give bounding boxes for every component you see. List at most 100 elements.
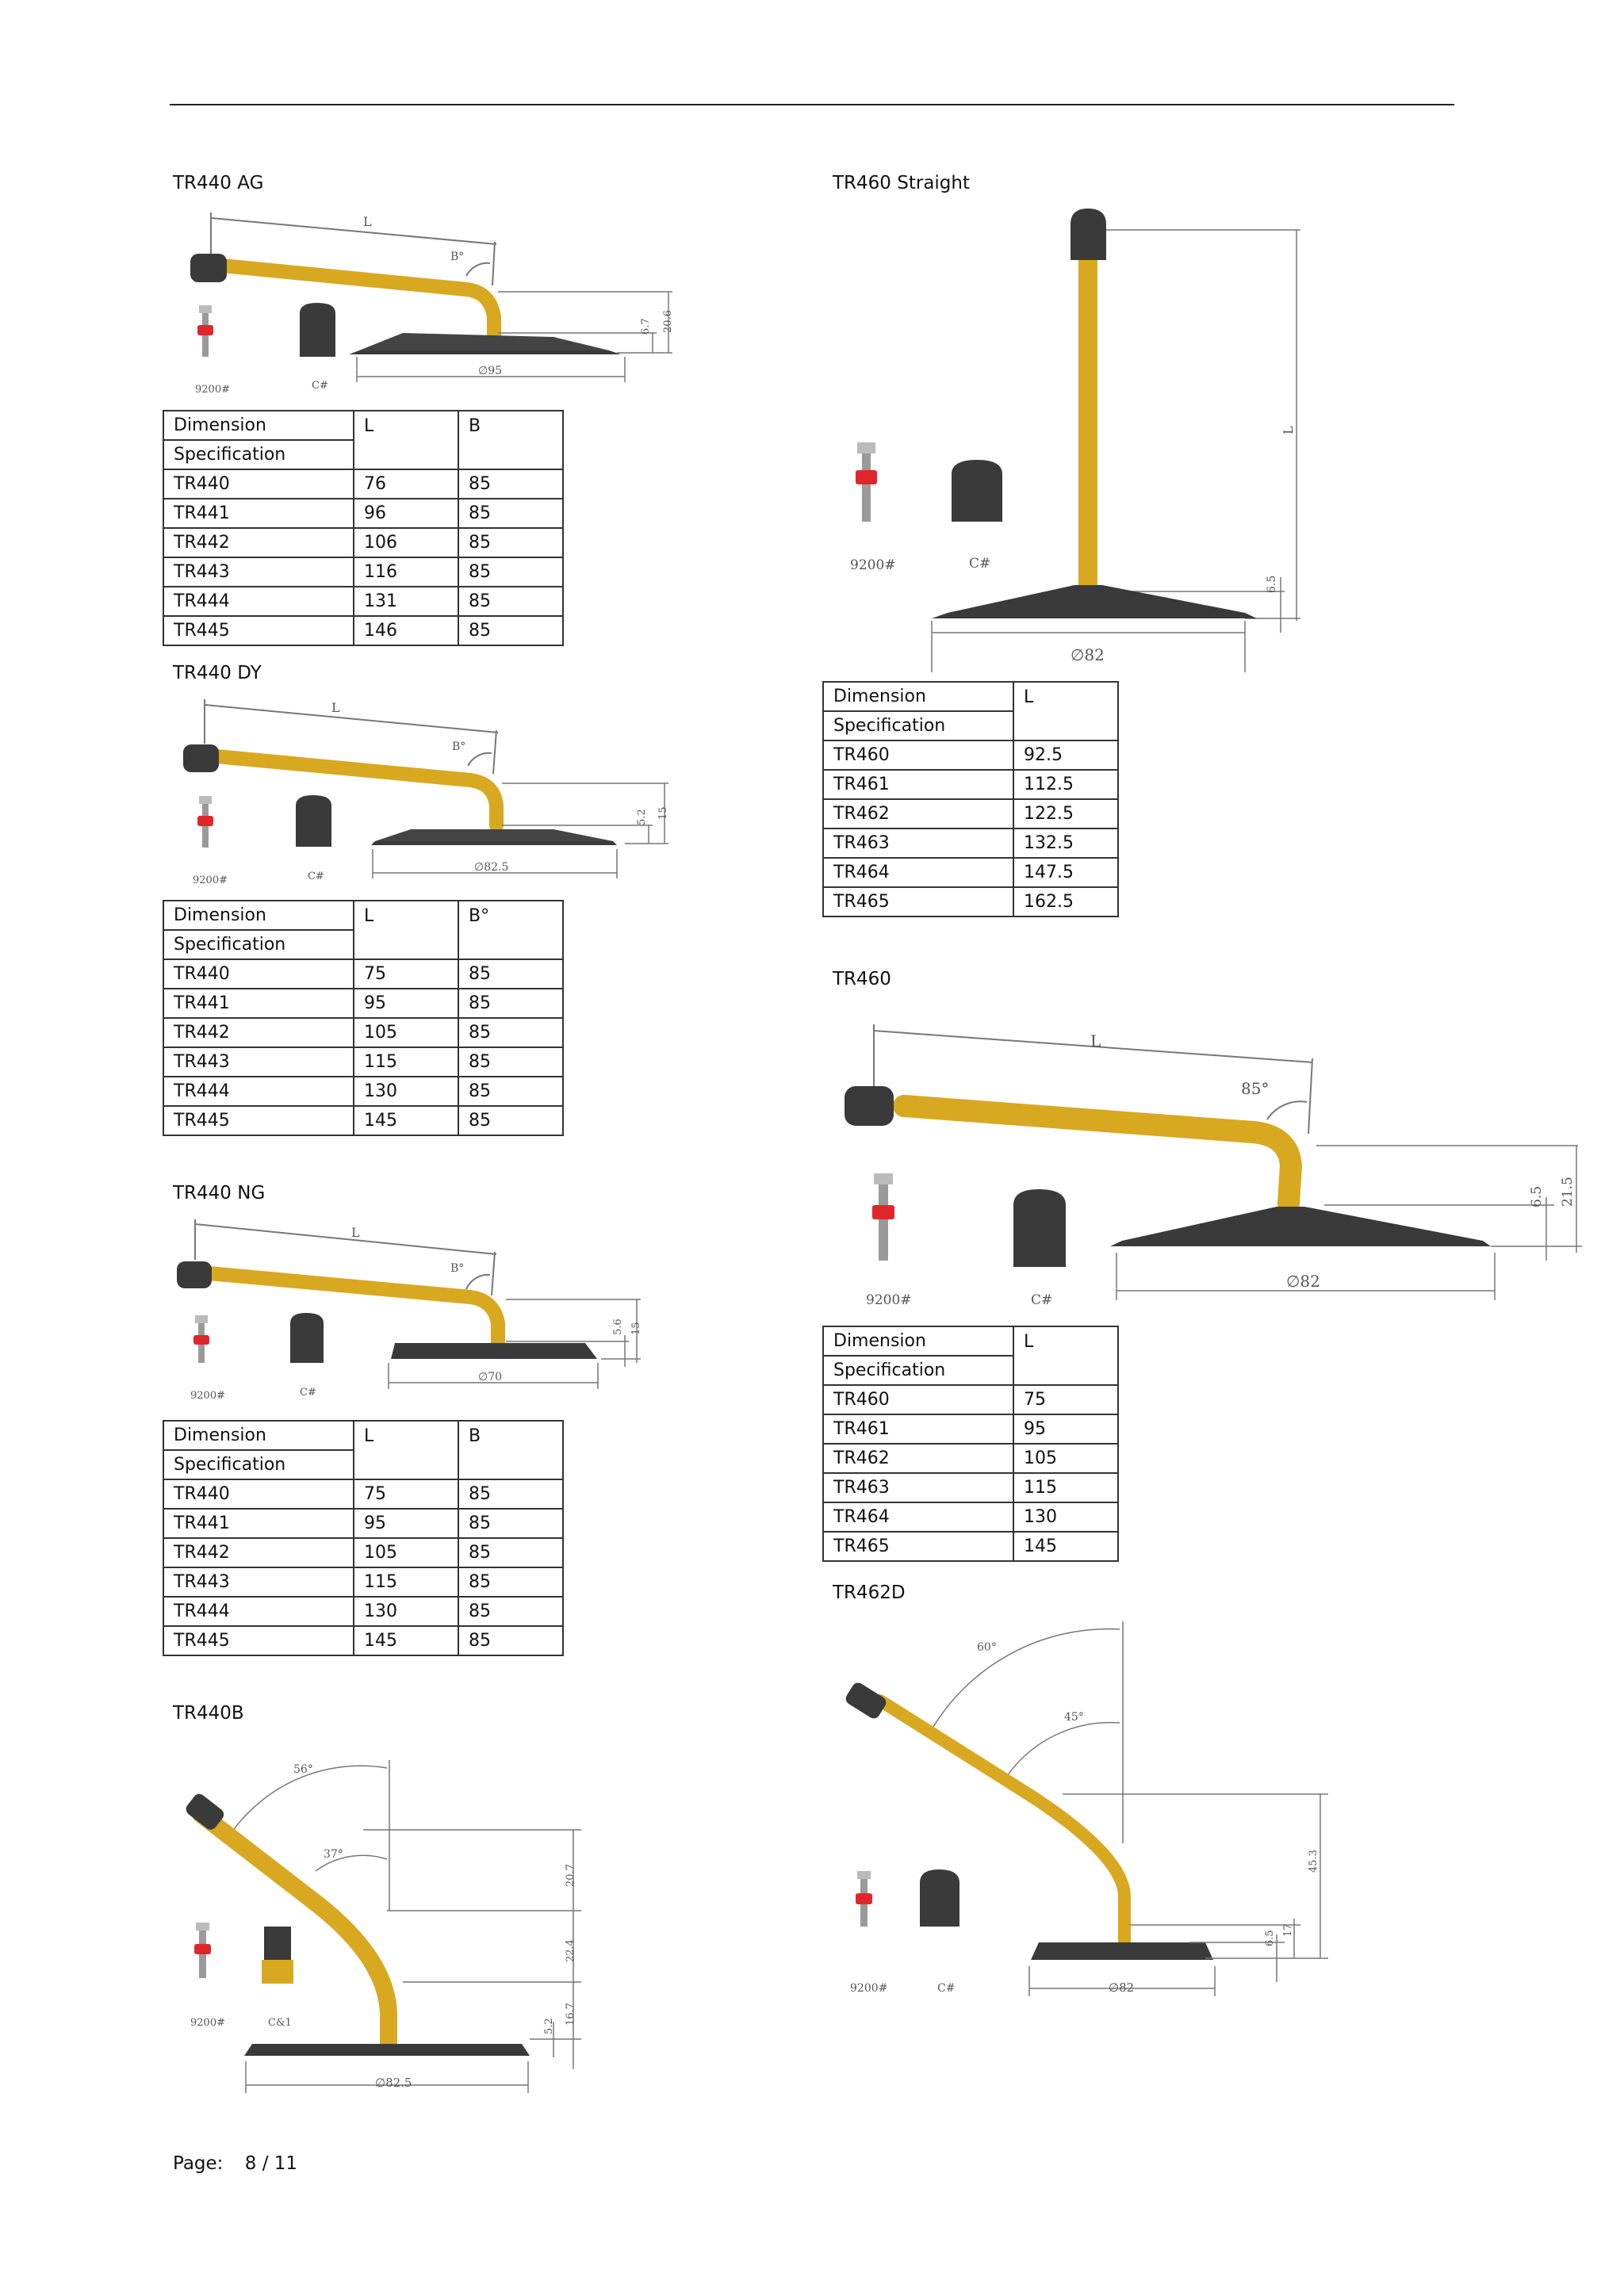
h4-label: 5.2	[543, 2018, 555, 2034]
dim-d-label: ∅82.5	[474, 861, 508, 874]
cap-icon	[300, 303, 335, 357]
valve-cap-icon	[1071, 209, 1106, 260]
rubber-base	[1110, 1207, 1491, 1246]
dim-h2-label: 15	[630, 1322, 642, 1335]
header-dimension: Dimension	[163, 1420, 354, 1450]
cap-label: C#	[937, 1982, 955, 1995]
header-l: L	[353, 410, 459, 469]
dim-l-label: L	[351, 1225, 360, 1240]
cap-label: C#	[969, 556, 990, 572]
core-label: 9200#	[850, 1982, 887, 1995]
dim-h1-label: 5.6	[612, 1318, 624, 1335]
header-dimension: Dimension	[163, 900, 354, 930]
core-label: 9200#	[850, 557, 896, 573]
section-title-tr440ng: TR440 NG	[173, 1183, 266, 1203]
valve-core-icon	[197, 305, 213, 357]
h3-label: 16.7	[565, 2003, 576, 2026]
diagram-tr440dy: L B° 5.2 15 ∅82.5 9200# C#	[183, 699, 669, 886]
diagram-tr462d: 60° 45° 45.3 17 6.5 ∅82 9200# C#	[845, 1621, 1328, 1996]
header-l: L	[1013, 681, 1119, 740]
h1-label: 20.7	[565, 1864, 576, 1887]
section-title-tr460straight: TR460 Straight	[833, 173, 970, 193]
dim-d-label: ∅82	[1071, 645, 1105, 664]
valve-cap-icon	[177, 1261, 212, 1288]
valve-stem	[192, 1805, 397, 2054]
dim-h2-label: 15	[657, 806, 669, 820]
dim-d-label: ∅82.5	[375, 2076, 412, 2090]
diagram-tr440ng: L B° 5.6 15 ∅70 9200# C#	[177, 1219, 642, 1402]
header-specification: Specification	[163, 439, 354, 470]
h2-label: 22.4	[565, 1939, 576, 1962]
header-b: B	[458, 410, 564, 469]
header-dimension: Dimension	[822, 1326, 1014, 1356]
page-footer: Page: 8 / 11	[173, 2153, 297, 2174]
angle2-label: 45°	[1064, 1711, 1084, 1724]
valve-core-icon	[193, 1315, 209, 1363]
rubber-base	[1031, 1942, 1213, 1960]
valve-stem	[201, 1266, 505, 1350]
valve-stem	[215, 258, 501, 344]
diagram-tr460straight: L 6.5 ∅82 9200# C#	[850, 209, 1300, 672]
dim-d-label: ∅82	[1109, 1980, 1134, 1995]
diagram-tr440b: 56° 37° 20.7 22.4 16.7 5.2 ∅82.5 9200# C…	[186, 1760, 581, 2093]
header-specification: Specification	[822, 1355, 1014, 1386]
dim-angle-label: 85°	[1241, 1079, 1269, 1098]
rubber-base	[371, 841, 617, 845]
core-label: 9200#	[866, 1292, 912, 1308]
cap-label: C#	[1031, 1292, 1052, 1308]
angle1-label: 56°	[293, 1763, 313, 1776]
core-label: 9200#	[190, 2017, 225, 2029]
diagram-tr460: L 85° 6.5 21.5 ∅82 9200# C#	[845, 1024, 1582, 1308]
dim-l-label: L	[1281, 426, 1296, 434]
rubber-base	[391, 1343, 597, 1359]
cap-icon	[262, 1927, 293, 1984]
section-title-tr440ag: TR440 AG	[173, 173, 264, 193]
header-l: L	[353, 1420, 459, 1479]
header-b: B°	[458, 900, 564, 959]
valve-core-icon	[856, 1871, 872, 1927]
section-title-tr462d: TR462D	[833, 1582, 906, 1603]
dim-angle-label: B°	[450, 251, 464, 263]
cap-label: C#	[312, 380, 328, 392]
valve-stem	[874, 1694, 1131, 1957]
section-title-tr440dy: TR440 DY	[173, 663, 262, 683]
header-specification: Specification	[163, 929, 354, 960]
header-rule	[170, 104, 1454, 105]
section-title-tr440b: TR440B	[173, 1703, 244, 1724]
dim-d-label: ∅70	[478, 1371, 502, 1383]
header-dimension: Dimension	[822, 681, 1014, 711]
header-dimension: Dimension	[163, 410, 354, 440]
angle2-label: 37°	[324, 1848, 343, 1861]
dim-h1-label: 5.2	[636, 809, 648, 825]
valve-core-icon	[197, 796, 213, 848]
section-title-tr460: TR460	[833, 969, 891, 989]
h2-label: 17	[1282, 1923, 1294, 1937]
dim-h-label: 6.5	[1266, 576, 1278, 593]
valve-core-icon	[856, 442, 877, 522]
page-number: 8 / 11	[244, 2153, 298, 2174]
dim-h2-label: 20.6	[662, 310, 674, 333]
